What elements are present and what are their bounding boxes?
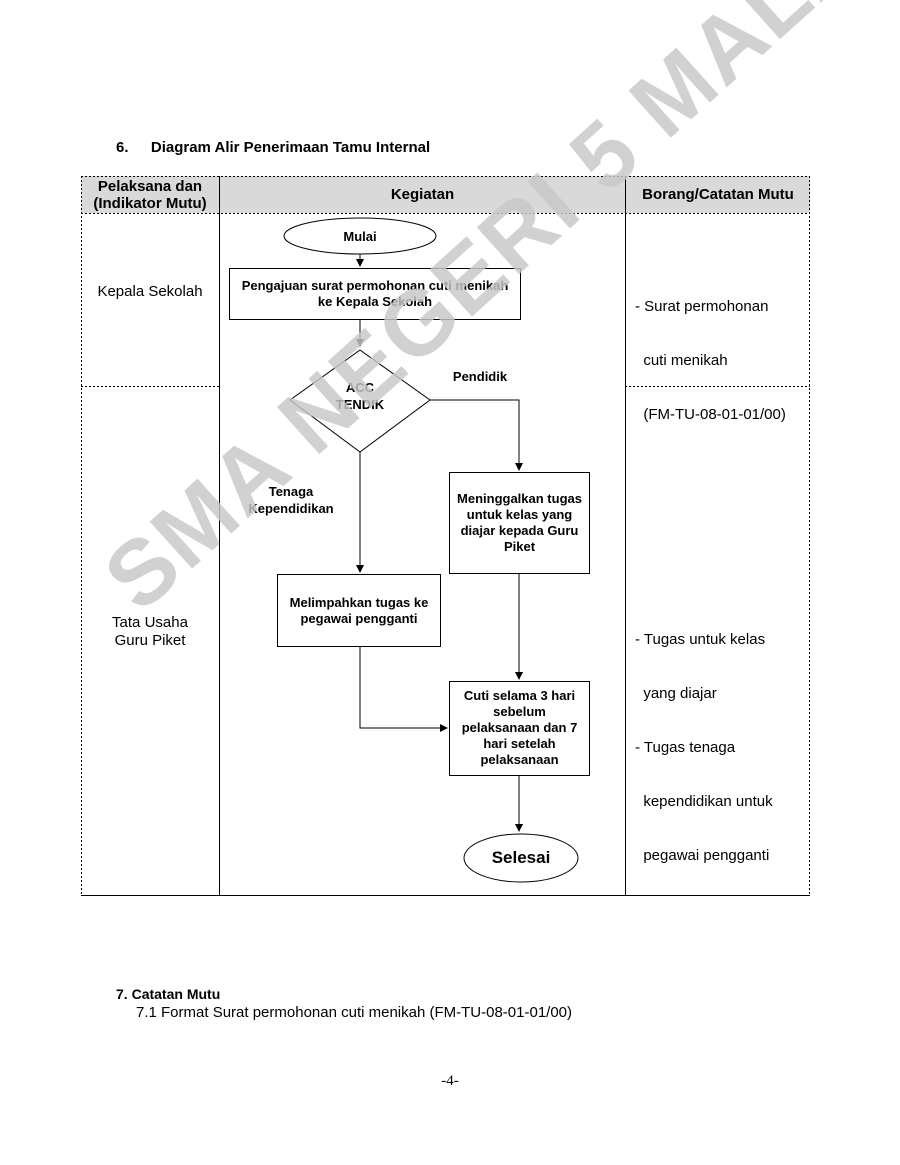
section-title: Catatan Mutu [131,986,221,1002]
notes-row-2: - Tugas untuk kelas yang diajar - Tugas … [635,595,773,901]
branch-label-pendidik: Pendidik [452,369,508,384]
section-6-heading: 6. Diagram Alir Penerimaan Tamu Internal [116,139,430,156]
row-label-kepala-sekolah: Kepala Sekolah [97,283,203,300]
note-line: - Tugas tenaga [635,739,736,756]
note-line: pegawai pengganti [635,847,770,864]
header-pelaksana: Pelaksana dan (Indikator Mutu) [93,178,207,212]
table-grid [81,176,810,896]
note-line: kependidikan untuk [635,793,773,810]
note-line: - Surat permohonan [635,298,769,315]
catatan-mutu-item: 7.1 Format Surat permohonan cuti menikah… [136,1004,573,1021]
page-number: -4- [441,1073,459,1089]
table-header-fill [81,176,810,213]
arrow-left-to-final [359,647,448,732]
note-line: (FM-TU-08-01-01/00) [635,406,786,423]
section-7-heading: 7. Catatan Mutu [116,986,220,1002]
start-label: Mulai [343,229,377,244]
header-borang: Borang/Catatan Mutu [642,186,794,203]
decision-label: ACC TENDIK [335,380,385,412]
start-ellipse [283,217,437,255]
row-label-tata-usaha: Tata Usaha Guru Piket [112,614,188,649]
section-title: Diagram Alir Penerimaan Tamu Internal [150,139,431,156]
branch-label-tenaga: Tenaga Kependidikan [248,484,334,516]
step-cuti: Cuti selama 3 hari sebelum pelaksanaan d… [449,681,590,776]
section-number: 7. [116,986,128,1002]
decision-diamond [289,349,431,453]
note-line: - Tugas untuk kelas [635,631,766,648]
note-line: cuti menikah [635,352,728,369]
end-ellipse [463,833,579,883]
header-kegiatan: Kegiatan [390,186,455,203]
arrow-decision-to-pendidik [430,399,523,471]
step-meninggalkan-tugas: Meninggalkan tugas untuk kelas yang diaj… [449,472,590,574]
note-line: yang diajar [635,685,717,702]
notes-row-1: - Surat permohonan cuti menikah (FM-TU-0… [635,262,786,460]
step-melimpahkan-tugas: Melimpahkan tugas ke pegawai pengganti [277,574,441,647]
end-label: Selesai [491,848,551,867]
step-pengajuan: Pengajuan surat permohonan cuti menikah … [229,268,521,320]
section-number: 6. [116,139,129,156]
flow-table: Pelaksana dan (Indikator Mutu) Kegiatan … [81,176,810,896]
